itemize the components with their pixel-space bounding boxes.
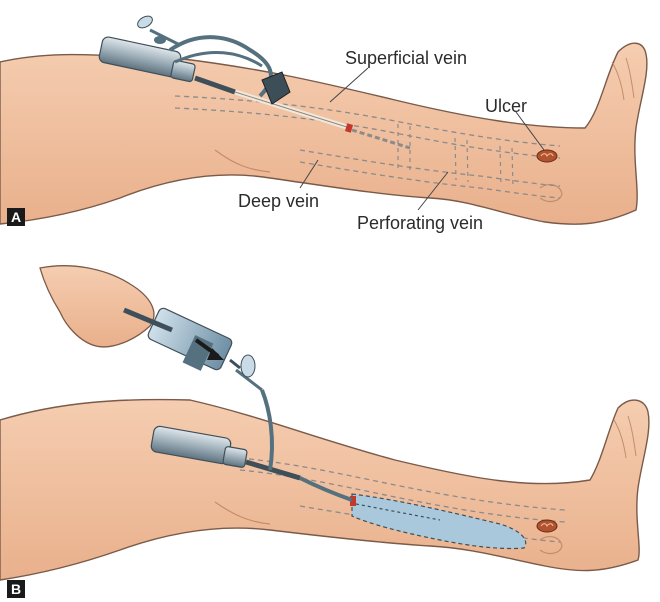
ulcer-label: Ulcer xyxy=(485,96,527,116)
panel-b-letter: B xyxy=(7,580,25,598)
deep-vein-label: Deep vein xyxy=(238,191,319,211)
syringe-b xyxy=(40,266,240,372)
superficial-vein-label: Superficial vein xyxy=(345,48,467,68)
panel-a: Superficial vein Ulcer Deep vein Perfora… xyxy=(0,14,647,233)
hand-b xyxy=(40,266,154,347)
perforating-vein-label: Perforating vein xyxy=(357,213,483,233)
panel-a-letter: A xyxy=(7,208,25,226)
ulcer-b xyxy=(537,520,557,532)
ulcer-a xyxy=(537,150,557,162)
panel-b xyxy=(0,266,649,580)
